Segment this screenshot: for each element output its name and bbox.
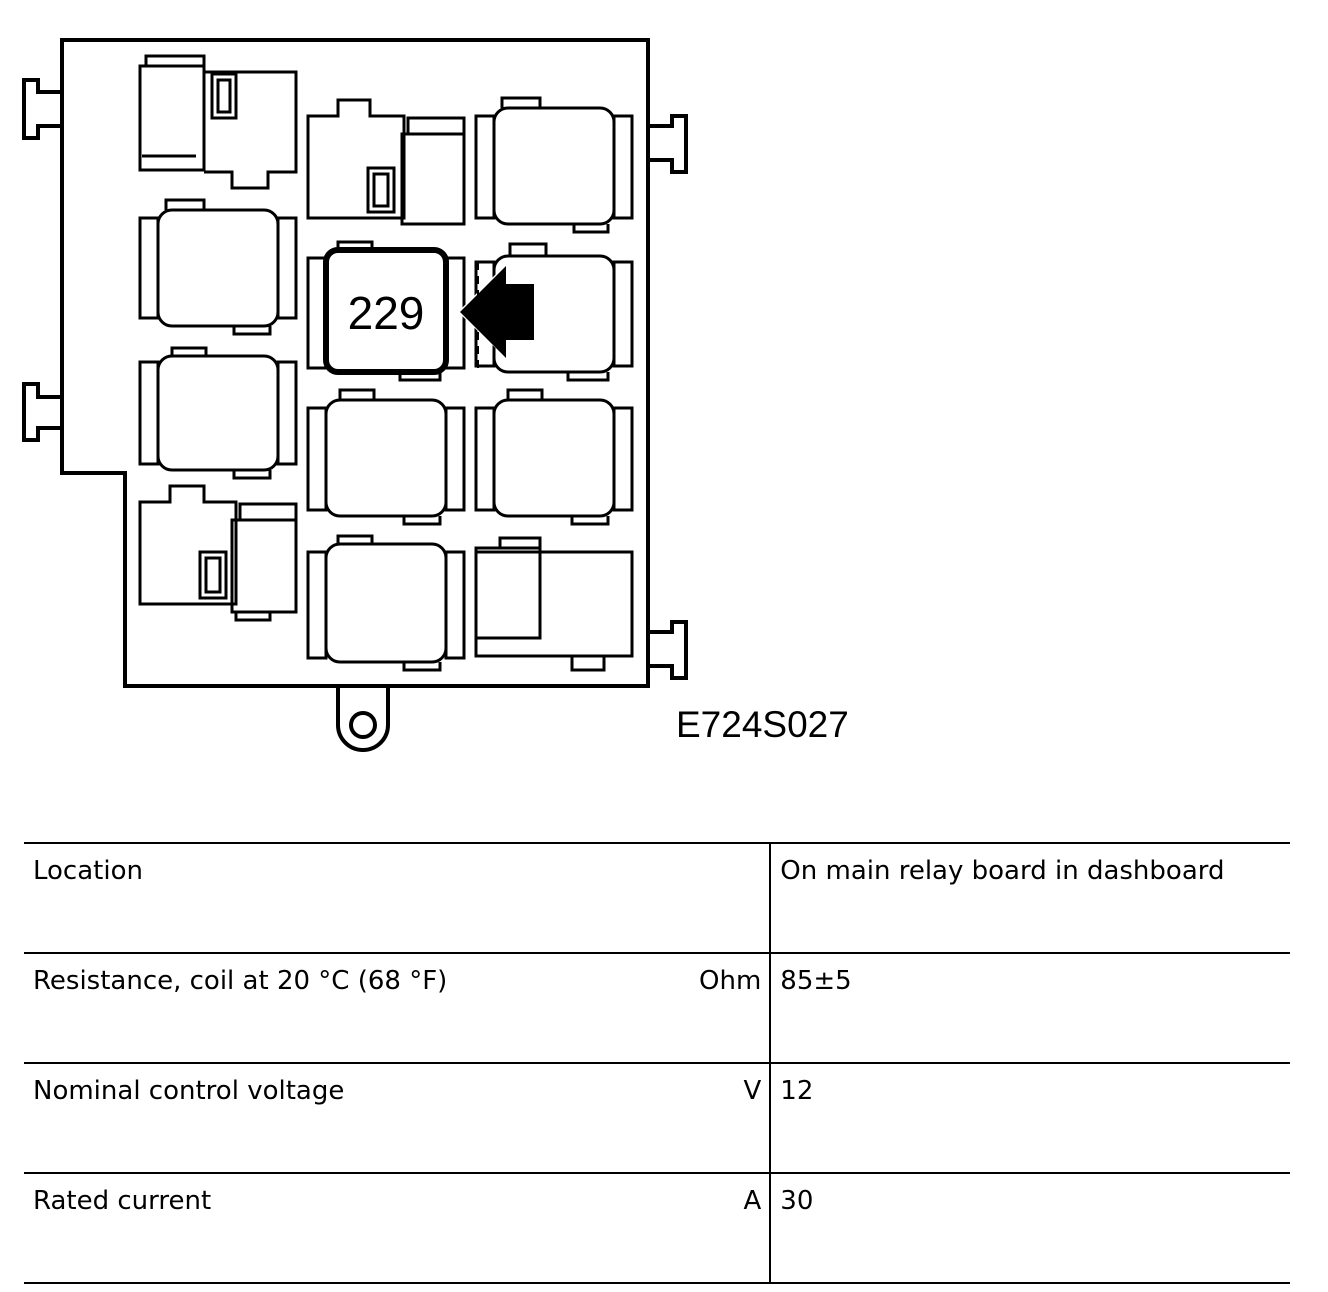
row-unit: V (699, 1062, 771, 1173)
relay-row3-left (138, 346, 298, 480)
small-relay-bottom-left (138, 484, 298, 622)
relay-row3-middle (306, 388, 466, 526)
clip-right-top (648, 114, 688, 174)
board-outline (60, 38, 650, 688)
relay-top-right (474, 96, 634, 234)
small-relay-top-left (138, 54, 298, 190)
relay-row2-left (138, 198, 298, 336)
clip-right-bottom (648, 620, 688, 680)
table-row: Nominal control voltage V 12 (24, 1062, 1290, 1173)
row-unit (699, 842, 771, 953)
row-unit: A (699, 1172, 771, 1284)
row-value: On main relay board in dashboard (769, 842, 1290, 953)
row-label: Location (24, 842, 699, 953)
row-value: 12 (769, 1062, 1290, 1173)
small-relay-top-middle (306, 98, 466, 226)
row-label: Resistance, coil at 20 °C (68 °F) (24, 952, 699, 1063)
row-label: Rated current (24, 1172, 699, 1284)
row-value: 85±5 (769, 952, 1290, 1063)
clip-left-top (22, 78, 62, 140)
table-row: Location On main relay board in dashboar… (24, 842, 1290, 953)
row-unit: Ohm (699, 952, 771, 1063)
relay-229-label: 229 (348, 287, 425, 339)
relay-row4-middle (306, 534, 466, 672)
relay-row4-right (474, 536, 634, 672)
relay-row3-right (474, 388, 634, 526)
spec-table: Location On main relay board in dashboar… (24, 842, 1290, 1284)
row-label: Nominal control voltage (24, 1062, 699, 1173)
mounting-tab (336, 688, 390, 752)
table-row: Resistance, coil at 20 °C (68 °F) Ohm 85… (24, 952, 1290, 1063)
figure-id: E724S027 (676, 704, 849, 745)
row-value: 30 (769, 1172, 1290, 1284)
table-row: Rated current A 30 (24, 1172, 1290, 1284)
relay-board-diagram: 229 (22, 38, 688, 752)
pointer-arrow-icon (458, 262, 536, 372)
clip-left-bottom (22, 382, 62, 442)
